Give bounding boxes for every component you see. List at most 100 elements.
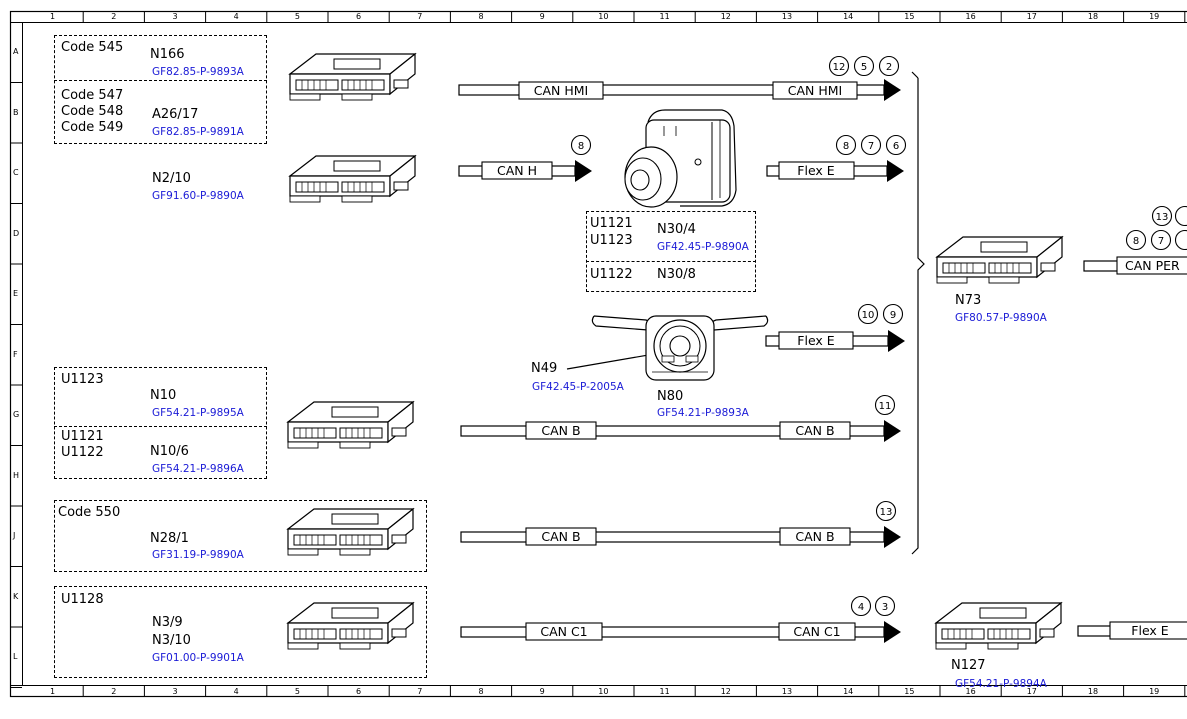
column-number: 9 [539,12,545,21]
badge: 8 [570,134,592,156]
badge: 11 [874,394,896,416]
unit-label-n3-10: N3/10 [152,633,191,648]
column-number: 19 [1149,12,1160,21]
column-number: 2 [111,687,117,696]
badge: 6 [885,134,907,156]
code-label: U1121 [590,216,633,231]
svg-text:CAN B: CAN B [795,423,834,438]
column-number: 17 [1026,687,1037,696]
ecu-n73 [936,236,1063,284]
bus-label-can-b-upper-right: CAN B [779,421,851,440]
svg-text:5: 5 [861,62,867,73]
bus-label-flex-e-middle: Flex E [778,331,854,350]
bus-label-flex-e-upper: Flex E [778,161,855,180]
column-number: 17 [1026,12,1037,21]
svg-text:CAN H: CAN H [497,163,537,178]
group-box-n10 [54,367,267,479]
svg-text:13: 13 [1156,212,1169,223]
bus-label-flex-e-lower: Flex E [1109,621,1187,640]
svg-text:11: 11 [879,401,892,412]
bus-label-can-b-upper-left: CAN B [525,421,597,440]
steering-lock-icon [624,109,737,208]
code-label: U1123 [61,372,104,387]
column-number: 15 [904,12,915,21]
column-number: 8 [478,687,484,696]
code-label: Code 550 [58,505,121,520]
row-letter: A [13,47,19,57]
bus-line-can-hmi [458,79,901,101]
code-label: Code 545 [61,40,124,55]
column-number: 18 [1087,687,1099,696]
unit-label-n127: N127 [951,658,986,673]
badge: 9 [882,303,904,325]
svg-text:10: 10 [862,310,875,321]
bus-label-can-b-lower-right: CAN B [779,527,851,546]
row-letter: L [13,652,18,662]
column-number: 7 [417,12,423,21]
svg-text:CAN B: CAN B [541,529,580,544]
ecu-n2-10 [289,155,416,203]
bus-label-can-hmi-right: CAN HMI [772,81,858,100]
code-label: Code 548 [61,104,124,119]
gateway-bracket [911,78,925,555]
svg-text:CAN HMI: CAN HMI [788,83,842,98]
column-number: 12 [720,12,731,21]
row-letter: D [13,228,20,238]
bus-line-can-b-upper [460,420,901,442]
unit-label-n30-4: N30/4 [657,222,696,237]
column-number: 6 [356,12,362,21]
column-number: 18 [1087,12,1099,21]
unit-label-n49: N49 [531,361,558,376]
svg-text:Flex E: Flex E [1131,623,1169,638]
svg-text:CAN C1: CAN C1 [540,624,587,639]
column-number: 3 [172,687,178,696]
column-number: 1 [50,687,56,696]
code-label: U1122 [590,267,633,282]
svg-text:8: 8 [1133,236,1139,247]
row-letter: E [13,289,19,299]
column-number: 14 [843,687,854,696]
svg-text:13: 13 [880,507,893,518]
row-letter: B [13,107,19,117]
code-label: Code 549 [61,120,124,135]
bus-line-can-c1 [460,621,901,643]
unit-label-n10: N10 [150,388,177,403]
code-label: U1121 [61,429,104,444]
svg-text:8: 8 [578,141,584,152]
svg-text:Flex E: Flex E [797,163,835,178]
svg-text:CAN B: CAN B [541,423,580,438]
doc-ref: GF42.45-P-2005A [532,381,624,393]
svg-text:2: 2 [886,62,892,73]
unit-label-n28-1: N28/1 [150,531,189,546]
unit-label-n10-6: N10/6 [150,444,189,459]
row-letter: K [13,591,19,601]
column-number: 1 [50,12,56,21]
column-number: 8 [478,12,484,21]
doc-ref: GF54.21-P-9896A [152,463,244,475]
badge: 2 [878,55,900,77]
column-number: 6 [356,687,362,696]
badge-partial [1174,205,1187,251]
column-number: 11 [659,687,670,696]
svg-text:CAN HMI: CAN HMI [534,83,588,98]
column-number: 4 [233,12,239,21]
bus-label-can-hmi-left: CAN HMI [518,81,604,100]
group-divider [54,80,267,81]
bus-line-can-b-lower [460,526,901,548]
group-box-n166-a26-17 [54,35,267,144]
svg-text:7: 7 [868,141,874,152]
ecu-n127 [935,602,1062,650]
column-number: 19 [1149,687,1160,696]
badge: 8 [835,134,857,156]
unit-label-n80: N80 [657,389,684,404]
column-number: 5 [294,12,300,21]
unit-label-n30-8: N30/8 [657,267,696,282]
svg-text:3: 3 [882,602,888,613]
doc-ref: GF91.60-P-9890A [152,190,244,202]
doc-ref: GF82.85-P-9891A [152,126,244,138]
